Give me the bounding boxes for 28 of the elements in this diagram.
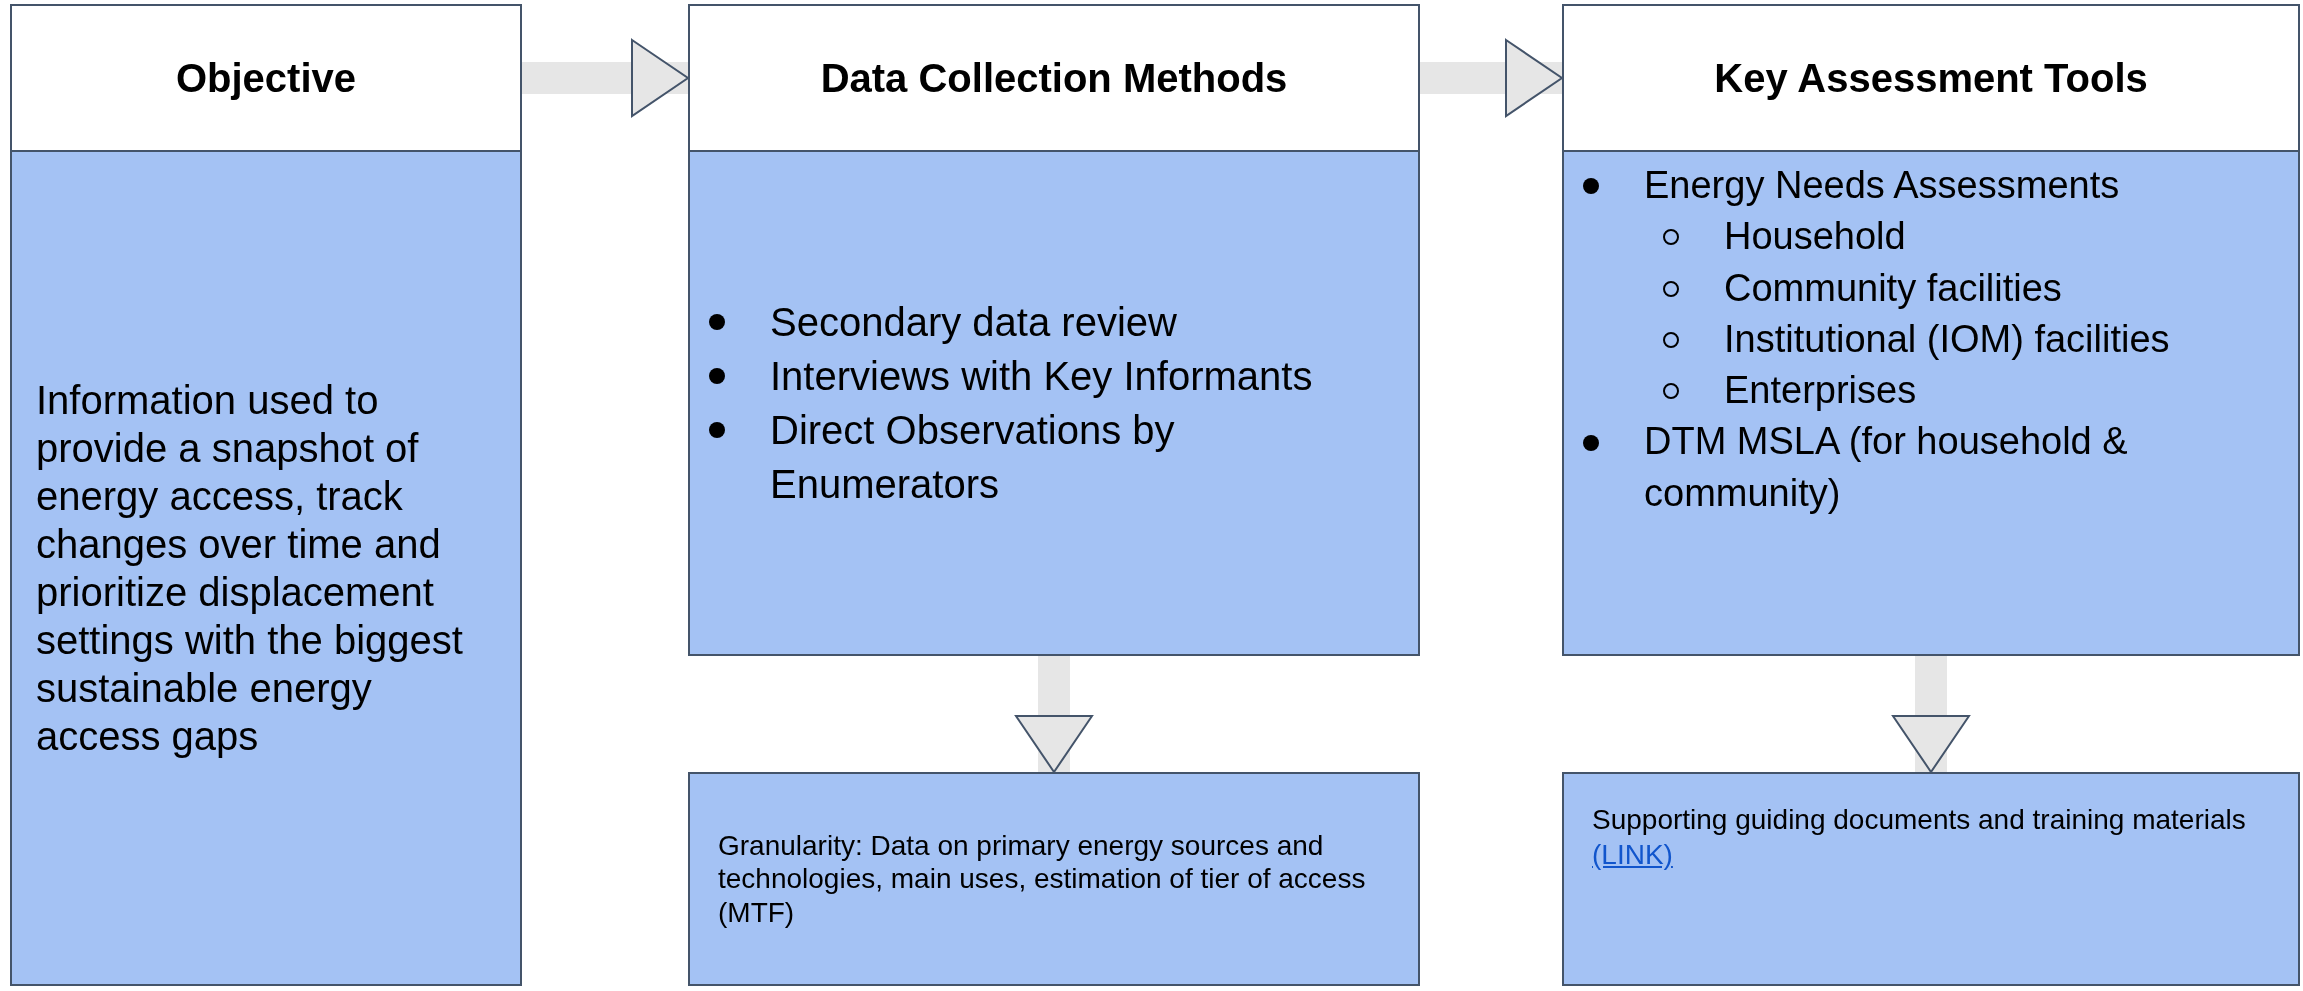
bullet-item: Household xyxy=(1724,211,2278,263)
block-arrow xyxy=(1892,656,1970,773)
link: (LINK) xyxy=(1592,838,1673,872)
bullet-item: Energy Needs Assessments xyxy=(1644,160,2278,212)
block-arrow xyxy=(1420,39,1563,117)
content-box xyxy=(1562,772,2300,986)
header-box xyxy=(1562,4,2300,152)
content-box xyxy=(1562,150,2300,656)
bullet-item: Institutional (IOM) facilities xyxy=(1724,313,2278,366)
header-box xyxy=(688,4,1420,152)
paragraph: Supporting guiding documents and training materials xyxy=(1592,803,2247,837)
heading: Key Assessment Tools xyxy=(1714,55,2148,101)
paragraph: Granularity: Data on primary energy sources and technologies, main uses, estimation of tier of access (MTF) xyxy=(718,828,1367,930)
bullet-item: Interviews with Key Informants xyxy=(770,349,1398,403)
paragraph: Information used to provide a snapshot of energy access, track changes over time and prioritize displacement settings with the biggest sustainable energy access gaps xyxy=(36,377,464,760)
bullet-item: Direct Observations by Enumerators xyxy=(770,403,1398,511)
bullet-item: DTM MSLA (for household & community) xyxy=(1644,416,2278,520)
bullet-item: Community facilities xyxy=(1724,262,2278,314)
bullet-item: Enterprises xyxy=(1724,365,2278,417)
bullet-item: Secondary data review xyxy=(770,295,1398,349)
heading: Objective xyxy=(175,55,357,101)
header-box xyxy=(10,4,522,152)
heading: Data Collection Methods xyxy=(820,55,1288,101)
content-box xyxy=(688,150,1420,656)
block-arrow xyxy=(522,39,689,117)
content-box xyxy=(10,150,522,986)
content-box xyxy=(688,772,1420,986)
block-arrow xyxy=(1015,656,1093,773)
